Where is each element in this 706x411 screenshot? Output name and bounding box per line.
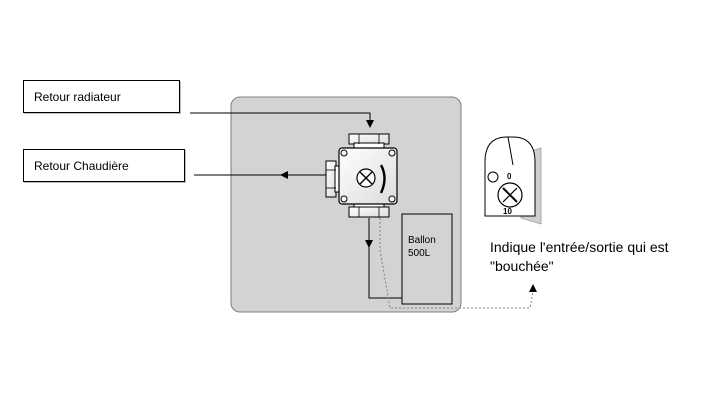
boiler-return-arrowhead (280, 171, 288, 179)
retour-radiateur-label: Retour radiateur (23, 80, 180, 113)
dial-min-label: 0 (507, 172, 512, 181)
three-way-valve (325, 133, 398, 218)
radiator-return-arrowhead (366, 120, 374, 128)
dial-max-label: 10 (503, 207, 512, 216)
retour-radiateur-text: Retour radiateur (34, 90, 121, 104)
pointer-dotted-line (379, 218, 534, 309)
retour-chaudiere-label: Retour Chaudière (23, 149, 185, 182)
tank-pipe-arrowhead (365, 240, 373, 248)
tank-label-line1: Ballon (408, 235, 436, 246)
valve-position-arc (379, 164, 386, 194)
knob-detail: 0 10 (484, 136, 542, 225)
tank-label-line2: 500L (408, 248, 431, 259)
retour-chaudiere-text: Retour Chaudière (34, 159, 129, 173)
tank (401, 213, 453, 305)
note-text: Indique l'entrée/sortie qui est "bouchée… (490, 239, 669, 274)
pointer-arrowhead (529, 284, 537, 292)
